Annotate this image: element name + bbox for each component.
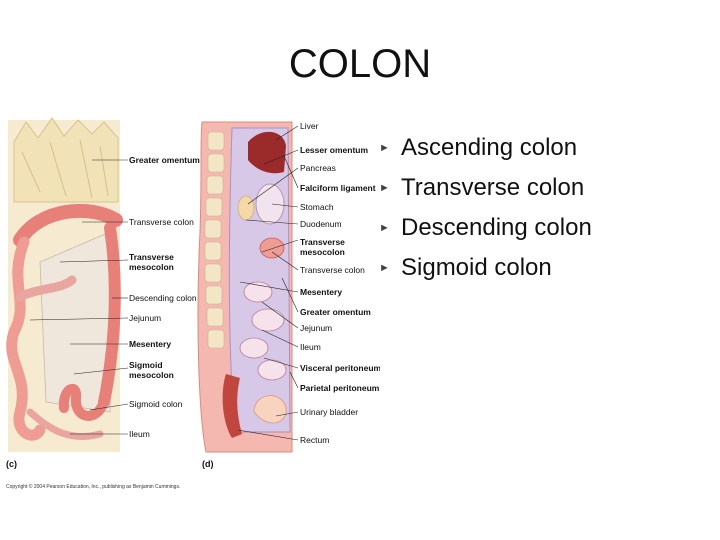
bullet-marker-icon: ►: [379, 182, 390, 194]
ileum-shape: [26, 408, 104, 441]
label-transverse-mesocolon-c-2: mesocolon: [129, 262, 174, 272]
label-transverse-mesocolon-c-1: Transverse: [129, 252, 174, 262]
vertebral-column: [204, 131, 225, 349]
label-mesentery-c: Mesentery: [129, 339, 171, 349]
jejunum-shape: [15, 275, 77, 302]
panel-c-letter: (c): [6, 459, 17, 469]
omentum-folds: [21, 139, 109, 199]
pancreas-shape: [237, 195, 255, 221]
bullet-item: ► Sigmoid colon: [377, 248, 592, 288]
label-lesser-omentum-d: Lesser omentum: [300, 145, 368, 155]
bullet-item: ► Transverse colon: [377, 168, 592, 208]
bullet-text: Transverse colon: [401, 174, 585, 201]
label-transverse-colon-c: Transverse colon: [129, 217, 194, 227]
bullet-text: Sigmoid colon: [401, 254, 552, 281]
urinary-bladder-shape: [253, 395, 287, 424]
peritoneal-cavity-shape: [228, 127, 291, 433]
label-ileum-d: Ileum: [300, 342, 321, 352]
bullet-item: ► Descending colon: [377, 208, 592, 248]
panel-c-illustration: (c) Greater omentum Transverse colon Tra…: [6, 117, 200, 469]
label-sigmoid-colon-c: Sigmoid colon: [129, 399, 183, 409]
bullet-text: Descending colon: [401, 214, 592, 241]
label-pancreas-d: Pancreas: [300, 163, 336, 173]
panel-d-leader-lines: [237, 125, 299, 441]
bullet-list: ► Ascending colon ► Transverse colon ► Desc…: [377, 128, 592, 288]
label-falciform-ligament-d: Falciform ligament: [300, 183, 376, 193]
label-ileum-c: Ileum: [129, 429, 150, 439]
sigmoid-colon-shape: [58, 383, 109, 421]
label-sigmoid-mesocolon-c-1: Sigmoid: [129, 360, 163, 370]
label-liver-d: Liver: [300, 121, 319, 131]
transverse-colon-shape-d: [259, 237, 285, 259]
label-stomach-d: Stomach: [300, 202, 334, 212]
descending-colon-shape: [98, 222, 121, 408]
panel-c-leader-lines: [29, 159, 129, 435]
bullet-marker-icon: ►: [379, 142, 390, 154]
transverse-colon-shape: [13, 203, 123, 247]
label-parietal-peritoneum-d: Parietal peritoneum: [300, 383, 380, 393]
stomach-shape: [255, 183, 285, 225]
label-transverse-mesocolon-d-2: mesocolon: [300, 247, 345, 257]
bullet-item: ► Ascending colon: [377, 128, 592, 168]
panel-d-illustration: (d) Liver Lesser oment: [197, 121, 380, 469]
label-sigmoid-mesocolon-c-2: mesocolon: [129, 370, 174, 380]
label-mesentery-d: Mesentery: [300, 287, 342, 297]
panel-d-letter: (d): [202, 459, 214, 469]
greater-omentum-shape: [13, 117, 119, 203]
label-transverse-colon-d: Transverse colon: [300, 265, 365, 275]
label-duodenum-d: Duodenum: [300, 219, 342, 229]
label-jejunum-d: Jejunum: [300, 323, 332, 333]
label-greater-omentum-d: Greater omentum: [300, 307, 371, 317]
label-urinary-bladder-d: Urinary bladder: [300, 407, 358, 417]
label-greater-omentum-c: Greater omentum: [129, 155, 200, 165]
bullet-marker-icon: ►: [379, 262, 390, 274]
label-descending-colon-c: Descending colon: [129, 293, 197, 303]
copyright-notice: Copyright © 2004 Pearson Education, Inc.…: [6, 483, 180, 490]
label-jejunum-c: Jejunum: [129, 313, 161, 323]
mesentery-shape: [39, 231, 111, 413]
bullet-marker-icon: ►: [379, 222, 390, 234]
label-transverse-mesocolon-d-1: Transverse: [300, 237, 345, 247]
bullet-text: Ascending colon: [401, 134, 578, 161]
liver-shape: [248, 131, 286, 174]
small-intestine-shape: [6, 236, 46, 441]
rectum-shape: [222, 374, 242, 438]
label-rectum-d: Rectum: [300, 435, 329, 445]
anatomy-illustration: (c) Greater omentum Transverse colon Tra…: [6, 117, 380, 490]
slide-title: COLON: [288, 42, 432, 86]
small-intestine-loops: [239, 281, 287, 381]
label-visceral-peritoneum-d: Visceral peritoneum: [300, 363, 380, 373]
abdominal-anatomy-figure: (c) Greater omentum Transverse colon Tra…: [0, 112, 380, 497]
